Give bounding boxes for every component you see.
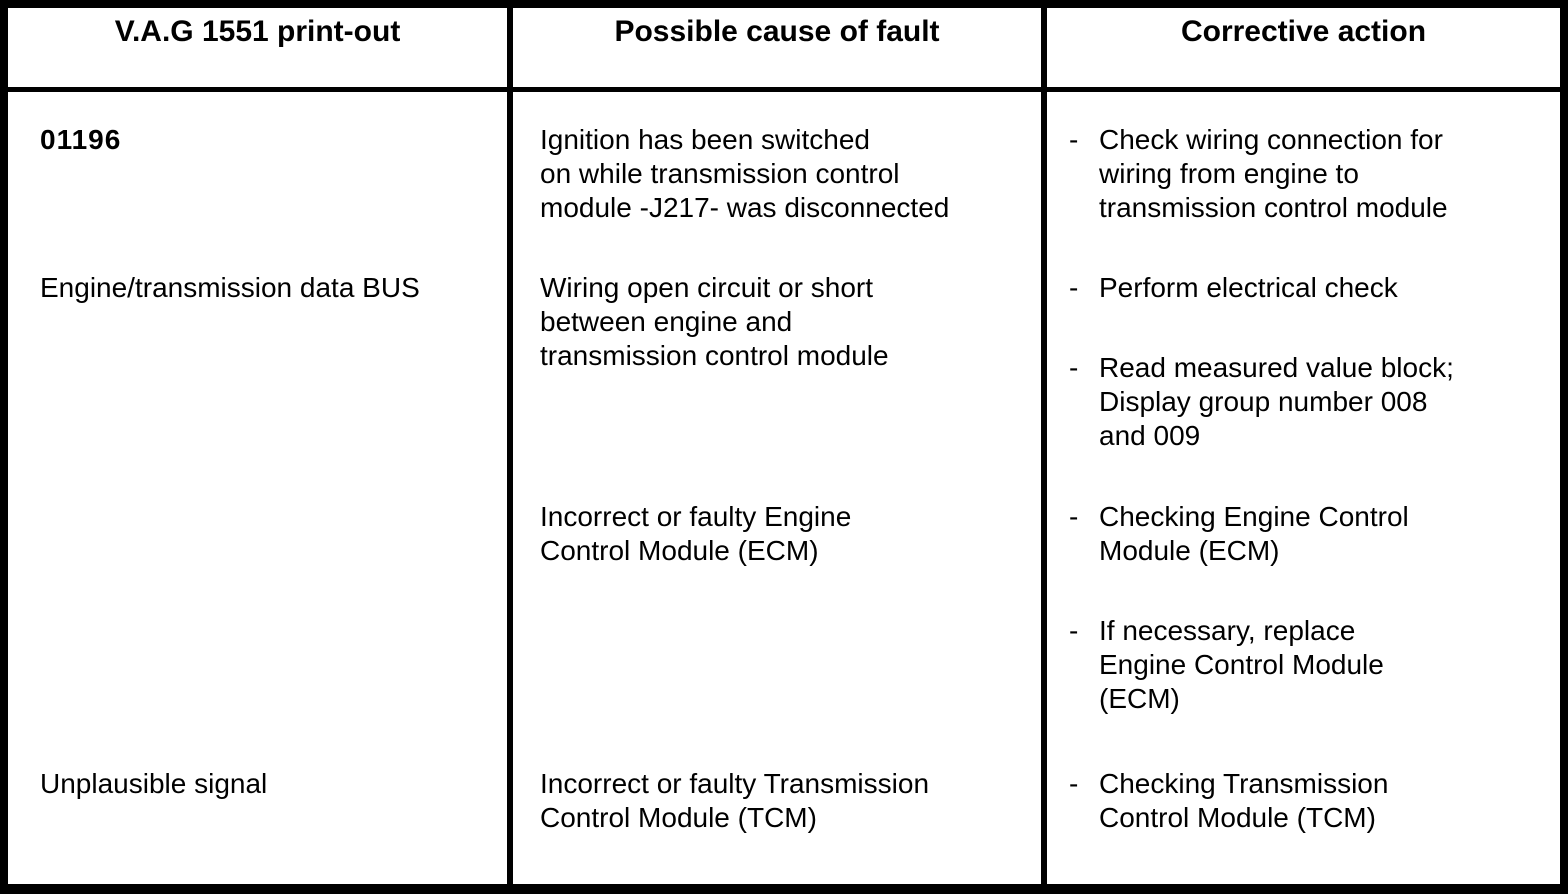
- action-text: Checking Transmission Control Module (TC…: [1099, 767, 1388, 835]
- action-text: If necessary, replace Engine Control Mod…: [1099, 614, 1384, 716]
- bullet-dash: -: [1069, 501, 1079, 532]
- text-line: Checking Engine Control: [1099, 501, 1409, 532]
- text-line: Check wiring connection for: [1099, 124, 1443, 155]
- text-line: Module (ECM): [1099, 535, 1280, 566]
- text-line: transmission control module: [1099, 192, 1448, 223]
- bullet-dash: -: [1069, 272, 1079, 303]
- text-line: Read measured value block;: [1099, 352, 1454, 383]
- cause-paragraph: Ignition has been switched on while tran…: [540, 123, 1031, 225]
- bullet-dash: -: [1069, 615, 1079, 646]
- cell-printout-row3: [8, 486, 507, 754]
- bullet-dash: -: [1069, 768, 1079, 799]
- text-line: Control Module (TCM): [540, 802, 817, 833]
- header-vag-printout: V.A.G 1551 print-out: [8, 8, 507, 92]
- fault-code: 01196: [40, 124, 122, 155]
- text-line: Engine Control Module: [1099, 649, 1384, 680]
- cell-action-row2: - Perform electrical check - Read measur…: [1041, 254, 1560, 486]
- text-line: Control Module (ECM): [540, 535, 819, 566]
- text-line: Wiring open circuit or short: [540, 272, 874, 303]
- action-text: Read measured value block; Display group…: [1099, 351, 1454, 453]
- text-line: transmission control module: [540, 340, 889, 371]
- bullet-dash: -: [1069, 352, 1079, 383]
- cell-printout-row4: Unplausible signal: [8, 754, 507, 884]
- cell-action-row1: - Check wiring connection for wiring fro…: [1041, 92, 1560, 254]
- bullet-dash: -: [1069, 124, 1079, 155]
- action-text: Perform electrical check: [1099, 271, 1398, 305]
- action-item: - Checking Engine Control Module (ECM): [1069, 500, 1552, 568]
- cell-action-row4: - Checking Transmission Control Module (…: [1041, 754, 1560, 884]
- cell-printout-row2: Engine/transmission data BUS: [8, 254, 507, 486]
- cell-cause-row2: Wiring open circuit or short between eng…: [507, 254, 1041, 486]
- text-line: on while transmission control: [540, 158, 900, 189]
- text-line: Checking Transmission: [1099, 768, 1389, 799]
- cell-cause-row4: Incorrect or faulty Transmission Control…: [507, 754, 1041, 884]
- action-text: Check wiring connection for wiring from …: [1099, 123, 1448, 225]
- cell-printout-row1: 01196: [8, 92, 507, 254]
- text-line: between engine and: [540, 306, 793, 337]
- text-line: (ECM): [1099, 683, 1180, 714]
- text-line: Incorrect or faulty Engine: [540, 501, 852, 532]
- text-line: Control Module (TCM): [1099, 802, 1376, 833]
- header-corrective-action: Corrective action: [1041, 8, 1560, 92]
- text-line: Incorrect or faulty Transmission: [540, 768, 930, 799]
- text-line: module -J217- was disconnected: [540, 192, 950, 223]
- cell-action-row3: - Checking Engine Control Module (ECM) -…: [1041, 486, 1560, 754]
- action-item: - Perform electrical check: [1069, 271, 1552, 305]
- header-possible-cause: Possible cause of fault: [507, 8, 1041, 92]
- text-line: Display group number 008: [1099, 386, 1428, 417]
- printout-text: Unplausible signal: [40, 768, 268, 799]
- text-line: and 009: [1099, 420, 1201, 451]
- cell-cause-row3: Incorrect or faulty Engine Control Modul…: [507, 486, 1041, 754]
- action-item: - Read measured value block; Display gro…: [1069, 351, 1552, 453]
- action-item: - If necessary, replace Engine Control M…: [1069, 614, 1552, 716]
- text-line: Ignition has been switched: [540, 124, 870, 155]
- action-item: - Check wiring connection for wiring fro…: [1069, 123, 1552, 225]
- text-line: wiring from engine to: [1099, 158, 1359, 189]
- text-line: If necessary, replace: [1099, 615, 1356, 646]
- cause-paragraph: Incorrect or faulty Transmission Control…: [540, 767, 1031, 835]
- cell-cause-row1: Ignition has been switched on while tran…: [507, 92, 1041, 254]
- cause-paragraph: Incorrect or faulty Engine Control Modul…: [540, 500, 1031, 568]
- cause-paragraph: Wiring open circuit or short between eng…: [540, 271, 1031, 373]
- printout-text: Engine/transmission data BUS: [40, 272, 420, 303]
- action-text: Checking Engine Control Module (ECM): [1099, 500, 1409, 568]
- action-item: - Checking Transmission Control Module (…: [1069, 767, 1552, 835]
- text-line: Perform electrical check: [1099, 272, 1398, 303]
